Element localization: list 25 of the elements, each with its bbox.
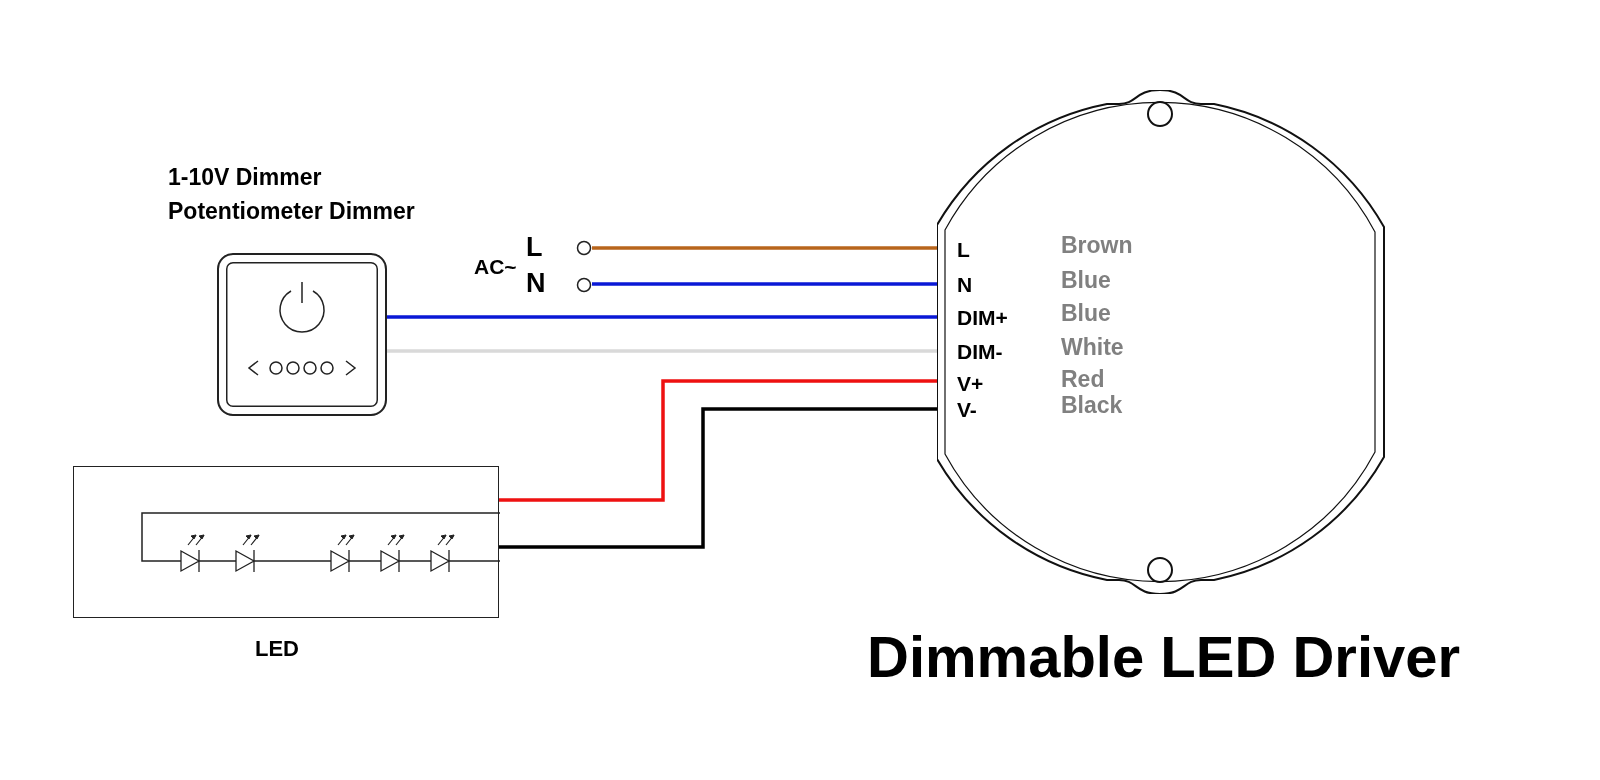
wire [387, 315, 937, 319]
wire-color-label: Brown [1061, 234, 1133, 257]
pin-label: N [957, 274, 973, 295]
diagram-title: Dimmable LED Driver [867, 628, 1461, 686]
wire-color-label: Red [1061, 368, 1105, 391]
wire-color-label: Blue [1061, 302, 1111, 325]
wire [499, 407, 937, 549]
wire-color-label: Black [1061, 394, 1123, 417]
wire [499, 379, 937, 502]
wire [592, 282, 937, 286]
pin-label: V+ [957, 373, 984, 394]
dimmer-heading: 1-10V Dimmer [168, 166, 322, 189]
pin-label: DIM- [957, 341, 1003, 362]
terminal-label: L [526, 234, 543, 261]
wire [387, 349, 937, 353]
terminal-label: N [526, 270, 546, 297]
dimmer-heading: Potentiometer Dimmer [168, 200, 415, 223]
wire-color-label: Blue [1061, 269, 1111, 292]
pin-label: L [957, 239, 970, 260]
led-label: LED [255, 638, 299, 660]
wire [592, 246, 937, 250]
ac-input-label: AC~ [474, 256, 517, 277]
wire-color-label: White [1061, 336, 1124, 359]
pin-label: DIM+ [957, 307, 1008, 328]
pin-label: V- [957, 399, 977, 420]
